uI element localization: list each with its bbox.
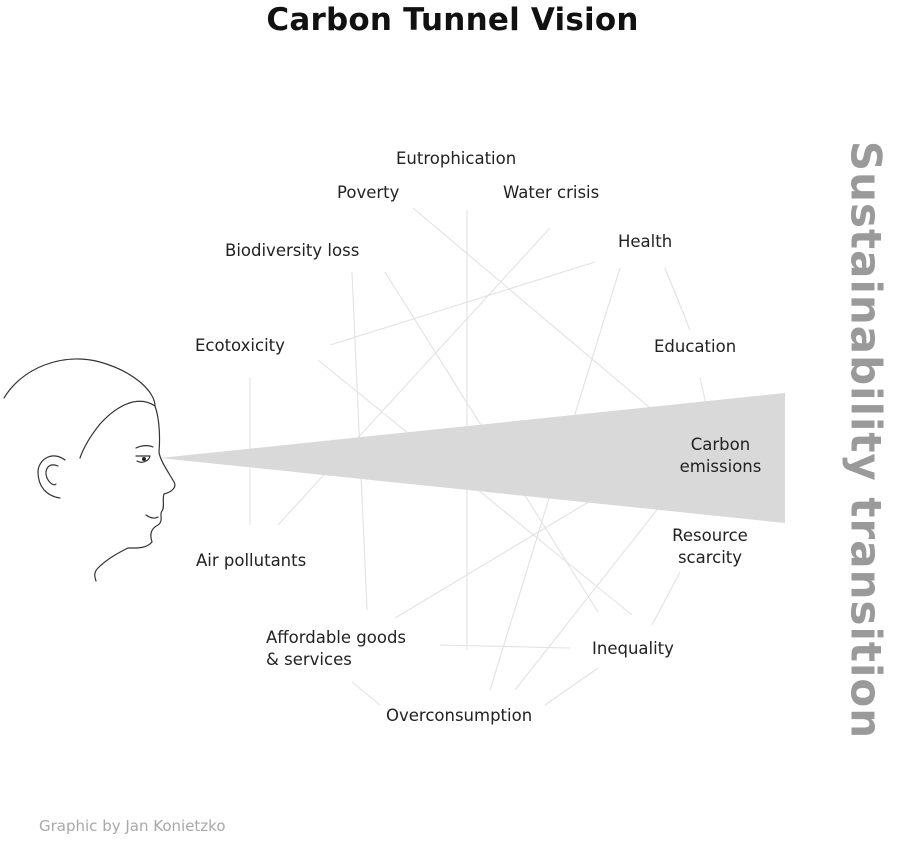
tunnel-vision-cone (160, 393, 785, 523)
node-resource-scarcity: Resource scarcity (655, 525, 765, 569)
node-carbon-emissions: Carbon emissions (664, 434, 777, 478)
node-eutrophication: Eutrophication (396, 149, 517, 168)
hair-line (79, 400, 156, 459)
node-resource-scarcity-line2: scarcity (677, 548, 743, 567)
mouth (145, 514, 159, 519)
node-poverty: Poverty (337, 183, 400, 202)
node-education: Education (654, 337, 737, 356)
graphic-credit: Graphic by Jan Konietzko (39, 817, 226, 835)
node-overconsumption: Overconsumption (386, 706, 533, 725)
eyebrow (135, 445, 154, 449)
eye (135, 455, 151, 463)
connector-line (412, 207, 663, 419)
node-affordable-goods-line2: & services (266, 650, 352, 669)
connector-line (664, 267, 691, 331)
node-air-pollutants: Air pollutants (196, 551, 307, 570)
ear-outer (37, 455, 66, 499)
connector-line (544, 667, 599, 706)
connector-line (329, 261, 596, 346)
node-affordable-goods-line1: Affordable goods (266, 628, 407, 647)
node-inequality: Inequality (592, 639, 674, 658)
connector-line (439, 644, 571, 649)
node-water-crisis: Water crisis (503, 183, 600, 202)
eye-pupil (142, 457, 146, 461)
node-biodiversity-loss: Biodiversity loss (225, 241, 360, 260)
node-ecotoxicity: Ecotoxicity (195, 336, 285, 355)
page-title: Carbon Tunnel Vision (266, 2, 639, 38)
head-profile-drawing (3, 358, 176, 582)
connector-line (651, 571, 681, 626)
connector-line (514, 477, 683, 691)
node-carbon-emissions-line1: Carbon (690, 435, 751, 454)
sustainability-transition-label: Sustainability transition (841, 140, 891, 740)
head-outline (3, 358, 176, 582)
ear-inner (45, 464, 59, 486)
connector-line (277, 227, 551, 526)
node-resource-scarcity-line1: Resource (672, 526, 748, 545)
node-carbon-emissions-line2: emissions (679, 457, 762, 476)
node-health: Health (618, 232, 673, 251)
node-affordable-goods: Affordable goods & services (266, 627, 406, 671)
connector-line (351, 681, 381, 706)
